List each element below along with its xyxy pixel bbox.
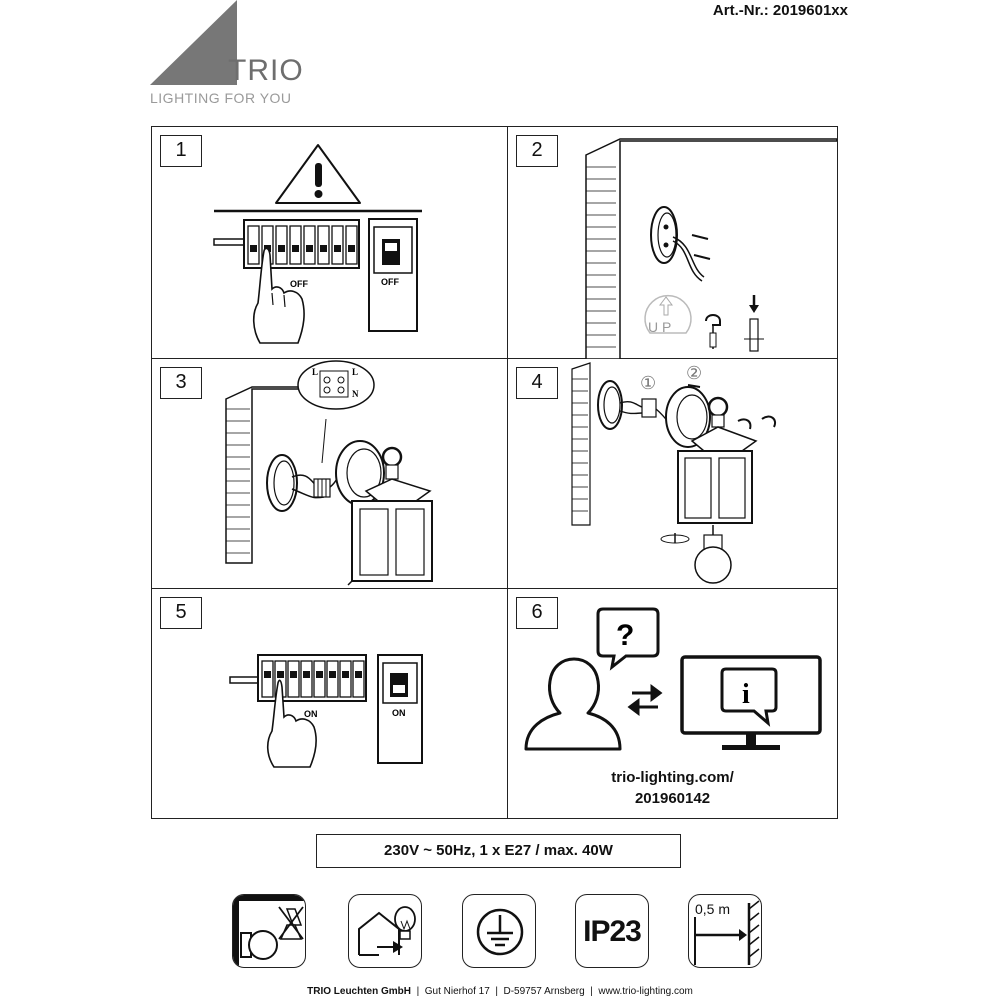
logo-triangle-icon bbox=[150, 0, 237, 85]
question-mark-icon: ? bbox=[616, 619, 634, 652]
footer: TRIO Leuchten GmbH | Gut Nierhof 17 | D-… bbox=[0, 986, 1000, 997]
footer-website[interactable]: www.trio-lighting.com bbox=[598, 986, 693, 997]
step-4-number: 4 bbox=[516, 367, 558, 399]
step-1-panel: OFF OFF 1 bbox=[152, 127, 508, 359]
step-2-panel: U P 2 bbox=[508, 127, 837, 359]
fixture-assembly-illustration: ① ② bbox=[571, 362, 776, 584]
footer-company: TRIO Leuchten GmbH bbox=[307, 986, 412, 997]
fuse-box-off-illustration: OFF OFF bbox=[213, 144, 422, 344]
step-1-box-label: OFF bbox=[381, 277, 399, 287]
footer-separator: | bbox=[584, 986, 599, 997]
footer-address: Gut Nierhof 17 bbox=[424, 986, 490, 997]
step-1-switch-label: OFF bbox=[290, 279, 308, 289]
min-distance-label: 0,5 m bbox=[695, 901, 731, 917]
footer-separator: | bbox=[411, 986, 425, 997]
support-link-line-2[interactable]: 201960142 bbox=[634, 790, 711, 807]
electrical-spec: 230V ~ 50Hz, 1 x E27 / max. 40W bbox=[316, 834, 681, 868]
step-6-panel: ? i trio-lighting.com/ 201960142 6 bbox=[508, 589, 837, 818]
instruction-grid: OFF OFF 1 bbox=[151, 126, 838, 819]
step-3-terminal-n-right: N bbox=[352, 389, 359, 399]
step-2-up-label: U P bbox=[648, 319, 671, 335]
step-4-marker-2: ② bbox=[686, 363, 702, 383]
step-2-number: 2 bbox=[516, 135, 558, 167]
article-number: Art.-Nr.: 2019601xx bbox=[712, 2, 848, 19]
step-5-panel: ON ON 5 bbox=[152, 589, 508, 818]
ip-rating-label: IP23 bbox=[583, 915, 642, 948]
info-icon: i bbox=[742, 679, 750, 710]
step-5-switch-label: ON bbox=[304, 709, 318, 719]
fuse-box-on-illustration: ON ON bbox=[229, 654, 423, 768]
step-4-panel: ① ② 4 bbox=[508, 359, 837, 589]
step-3-terminal-l-left: L bbox=[312, 367, 318, 377]
footer-city: D-59757 Arnsberg bbox=[503, 986, 585, 997]
step-3-panel: L L N 3 bbox=[152, 359, 508, 589]
brand-logo: TRIO LIGHTING FOR YOU bbox=[150, 0, 310, 110]
wall-mount-icon bbox=[232, 894, 306, 968]
footer-separator: | bbox=[489, 986, 504, 997]
step-3-number: 3 bbox=[160, 367, 202, 399]
step-3-terminal-l-right: L bbox=[352, 367, 358, 377]
logo-wordmark: TRIO bbox=[228, 54, 304, 87]
step-4-marker-1: ① bbox=[640, 373, 656, 393]
wiring-connection-illustration: L L N bbox=[225, 360, 433, 586]
wall-bracket-mount-illustration: U P bbox=[585, 138, 837, 359]
min-distance-icon: 0,5 m bbox=[688, 894, 762, 968]
support-link-line-1[interactable]: trio-lighting.com/ bbox=[611, 769, 734, 786]
logo-tagline: LIGHTING FOR YOU bbox=[150, 90, 292, 106]
step-6-number: 6 bbox=[516, 597, 558, 629]
online-help-illustration: ? i bbox=[524, 607, 822, 751]
symbol-icon-row: IP23 0,5 m bbox=[232, 894, 772, 970]
step-1-number: 1 bbox=[160, 135, 202, 167]
step-5-box-label: ON bbox=[392, 708, 406, 718]
step-5-number: 5 bbox=[160, 597, 202, 629]
outdoor-light-icon bbox=[348, 894, 422, 968]
ip-rating-icon: IP23 bbox=[575, 894, 649, 968]
earth-ground-icon bbox=[462, 894, 536, 968]
